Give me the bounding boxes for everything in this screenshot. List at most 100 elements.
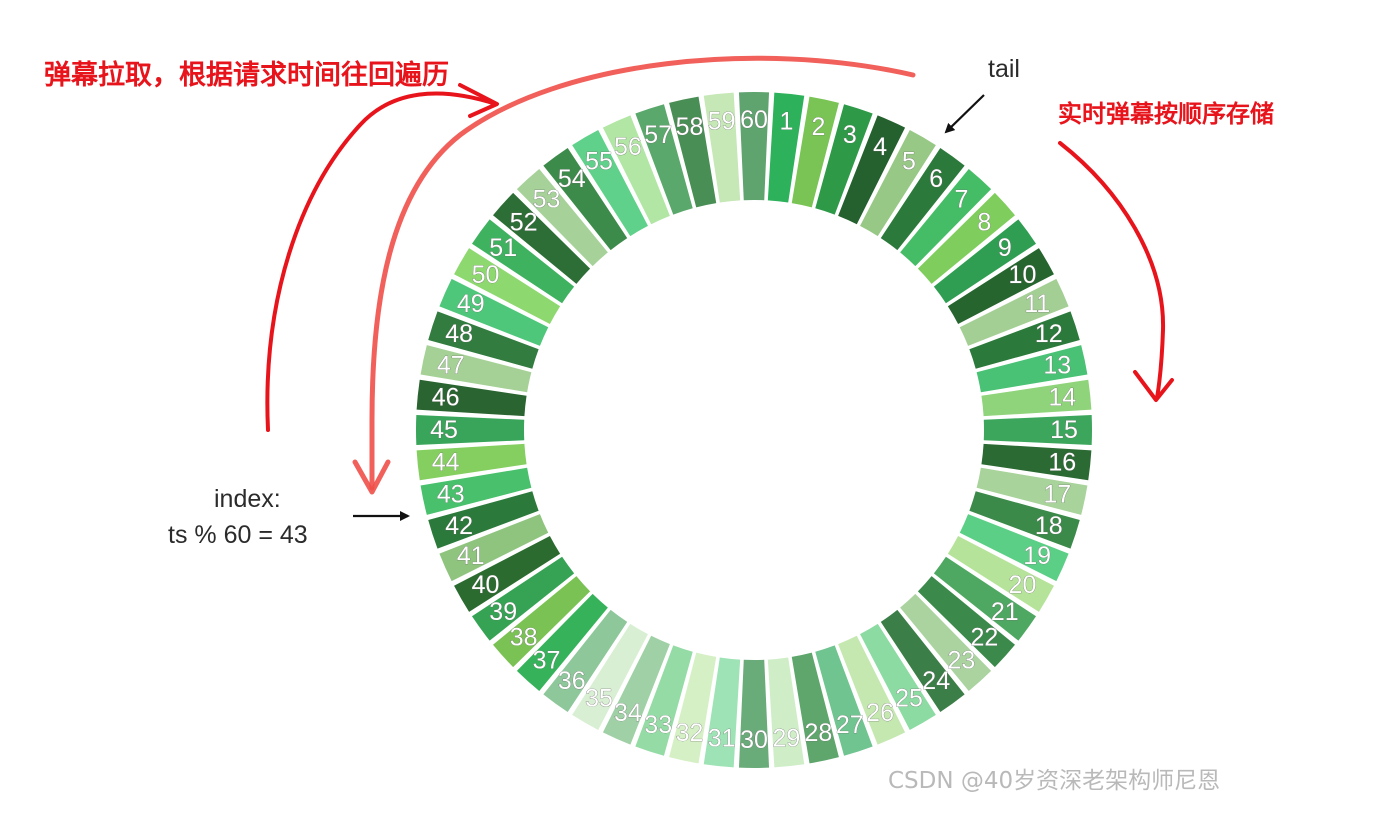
ring-slot-32: [669, 652, 717, 764]
ring-slot-59: [703, 92, 741, 203]
ring-slot-label: 18: [1035, 512, 1063, 540]
ring-slot-label: 3: [843, 121, 857, 149]
ring-slot-label: 44: [432, 448, 460, 476]
ring-slot-30: [738, 659, 770, 768]
ring-slot-60: [738, 92, 770, 201]
ring-slot-54: [543, 147, 628, 251]
pull-direction-label: 弹幕拉取，根据请求时间往回遍历: [44, 59, 449, 91]
ring-slot-label: 2: [811, 113, 825, 141]
ring-slot-55: [572, 130, 648, 237]
ring-slot-label: 28: [805, 719, 833, 747]
ring-slot-label: 19: [1023, 542, 1051, 570]
ring-slot-label: 14: [1048, 384, 1076, 412]
ring-slot-36: [543, 609, 628, 713]
ring-slot-label: 25: [895, 684, 923, 712]
ring-slot-51: [471, 219, 575, 304]
ring-slot-label: 21: [991, 598, 1019, 626]
ring-slot-35: [572, 623, 648, 730]
ring-slot-41: [439, 514, 549, 582]
ring-slot-label: 34: [614, 699, 642, 727]
ring-slot-27: [815, 645, 873, 756]
ring-slot-label: 17: [1043, 480, 1071, 508]
ring-slot-13: [976, 345, 1088, 393]
ring-slot-label: 8: [977, 209, 991, 237]
ring-slot-label: 7: [954, 186, 968, 214]
ring-slot-label: 40: [472, 571, 500, 599]
ring-slot-label: 4: [873, 133, 887, 161]
ring-slot-11: [959, 278, 1069, 346]
ring-slot-label: 12: [1035, 320, 1063, 348]
ring-slot-48: [428, 311, 539, 369]
ring-slot-7: [900, 169, 992, 267]
ring-slot-49: [439, 278, 549, 346]
ring-slot-label: 58: [676, 113, 704, 141]
ring-slot-19: [959, 514, 1069, 582]
ring-slot-label: 16: [1048, 448, 1076, 476]
ring-slot-label: 45: [430, 416, 458, 444]
ring-slot-label: 27: [836, 711, 864, 739]
ring-slot-label: 37: [533, 646, 561, 674]
ring-slot-38: [493, 576, 591, 668]
ring-slot-label: 6: [929, 165, 943, 193]
ring-slot-label: 41: [457, 542, 485, 570]
ring-slot-label: 26: [866, 699, 894, 727]
ring-slot-5: [860, 130, 936, 237]
ring-slot-6: [880, 147, 965, 251]
ring-slot-25: [860, 623, 936, 730]
ring-slot-12: [969, 311, 1080, 369]
ring-slot-label: 9: [998, 234, 1012, 262]
ring-slot-label: 43: [437, 480, 465, 508]
ring-slot-28: [791, 652, 839, 764]
ring-slot-42: [428, 491, 539, 549]
ring-slot-label: 36: [558, 667, 586, 695]
ring-slot-label: 42: [445, 512, 473, 540]
ring-slot-26: [838, 635, 906, 745]
ring-slot-label: 13: [1043, 352, 1071, 380]
ring-slot-18: [969, 491, 1080, 549]
ring-slot-40: [454, 536, 561, 612]
store-direction-label: 实时弹幕按顺序存储: [1058, 100, 1274, 128]
ring-slot-label: 54: [558, 165, 586, 193]
ring-slot-label: 32: [676, 719, 704, 747]
ring-slot-label: 1: [779, 108, 793, 136]
traversal-curve-arrowhead-icon: [352, 459, 391, 495]
ring-slot-17: [976, 467, 1088, 515]
ring-slot-15: [983, 414, 1092, 446]
ring-slot-label: 23: [948, 646, 976, 674]
ring-slot-23: [900, 593, 992, 691]
ring-slot-label: 20: [1009, 571, 1037, 599]
ring-slot-43: [420, 467, 532, 515]
tail-arrow-icon: [944, 94, 985, 134]
ring-slot-31: [703, 657, 741, 768]
ring-slot-33: [635, 645, 693, 756]
pull-curve-arrowhead-icon: [458, 83, 499, 118]
ring-slot-label: 49: [457, 290, 485, 318]
ring-slot-14: [981, 379, 1092, 417]
ring-slot-39: [471, 556, 575, 641]
ring-slot-label: 29: [772, 724, 800, 752]
ring-slot-56: [602, 115, 670, 225]
ring-slot-24: [880, 609, 965, 713]
ring-slot-label: 10: [1009, 261, 1037, 289]
store-curve-arrow-icon: [1058, 141, 1166, 400]
ring-slot-16: [981, 443, 1092, 481]
ring-slot-label: 50: [472, 261, 500, 289]
ring-slot-20: [947, 536, 1054, 612]
ring-slot-52: [493, 192, 591, 284]
ring-slot-label: 22: [970, 623, 998, 651]
ring-slot-4: [838, 115, 906, 225]
ring-slot-label: 48: [445, 320, 473, 348]
ring-slot-2: [791, 96, 839, 208]
ring-slot-label: 24: [922, 667, 950, 695]
ring-slot-label: 11: [1024, 290, 1050, 318]
ring-slot-label: 46: [432, 384, 460, 412]
traversal-curve-arrow-icon: [369, 55, 916, 491]
ring-slot-label: 31: [708, 724, 736, 752]
ring-slot-47: [420, 345, 532, 393]
ring-slot-10: [947, 248, 1054, 324]
ring-slot-44: [416, 443, 527, 481]
ring-slot-50: [454, 248, 561, 324]
ring-slot-label: 30: [740, 726, 768, 754]
